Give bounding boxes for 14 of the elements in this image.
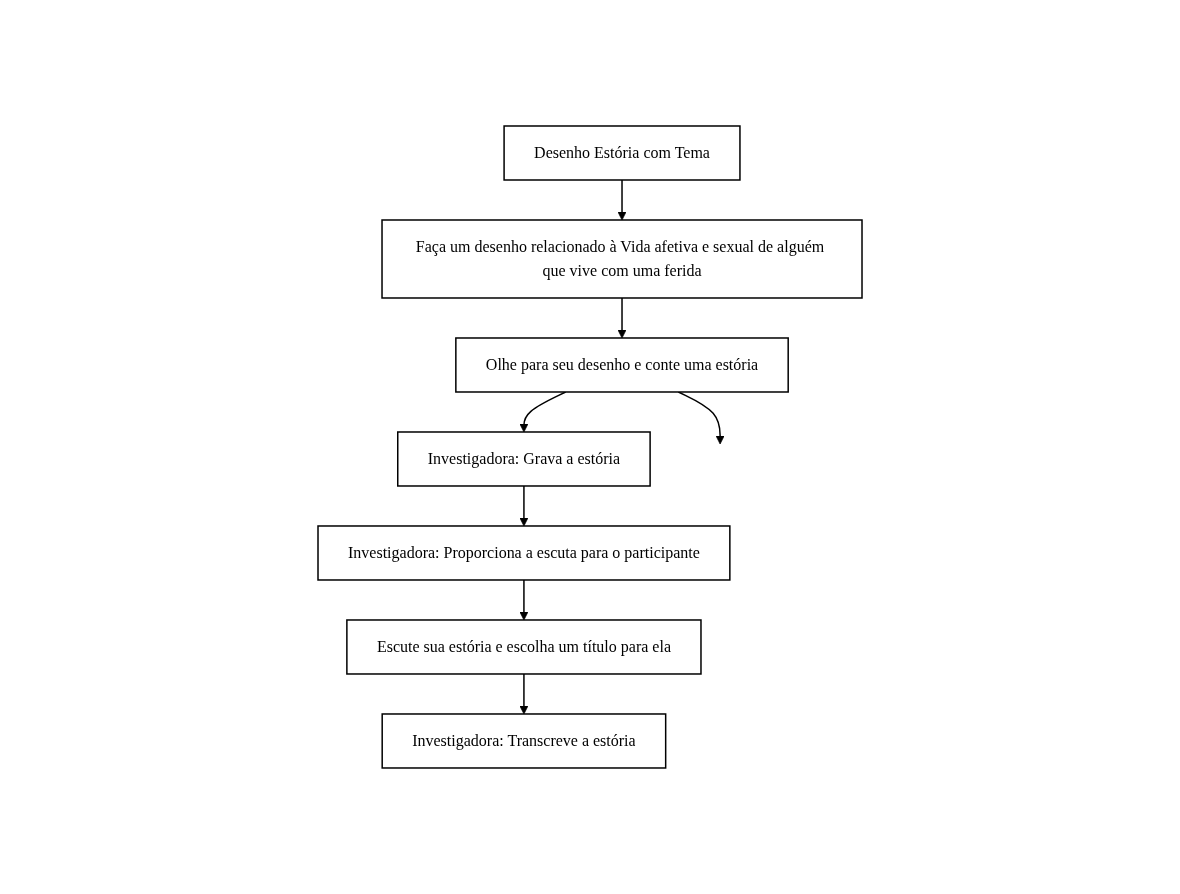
arrow bbox=[519, 673, 529, 715]
node-box: Investigadora: Transcreve a estória bbox=[381, 713, 667, 769]
node-box: Investigadora: Proporciona a escuta para o participante bbox=[317, 525, 731, 581]
arrow bbox=[617, 297, 627, 339]
arrow bbox=[617, 179, 627, 221]
node-box: Desenho Estória com Tema bbox=[503, 125, 741, 181]
node-box: Escute sua estória e escolha um título para ela bbox=[346, 619, 702, 675]
node-box: Olhe para seu desenho e conte uma estória bbox=[455, 337, 789, 393]
arrow bbox=[519, 579, 529, 621]
arrow bbox=[677, 391, 725, 445]
arrow bbox=[519, 391, 567, 433]
node-box: Investigadora: Grava a estória bbox=[397, 431, 651, 487]
node-box: Faça um desenho relacionado à Vida afetiva e sexual de alguém que vive com uma ferida bbox=[381, 219, 863, 299]
arrow bbox=[519, 485, 529, 527]
